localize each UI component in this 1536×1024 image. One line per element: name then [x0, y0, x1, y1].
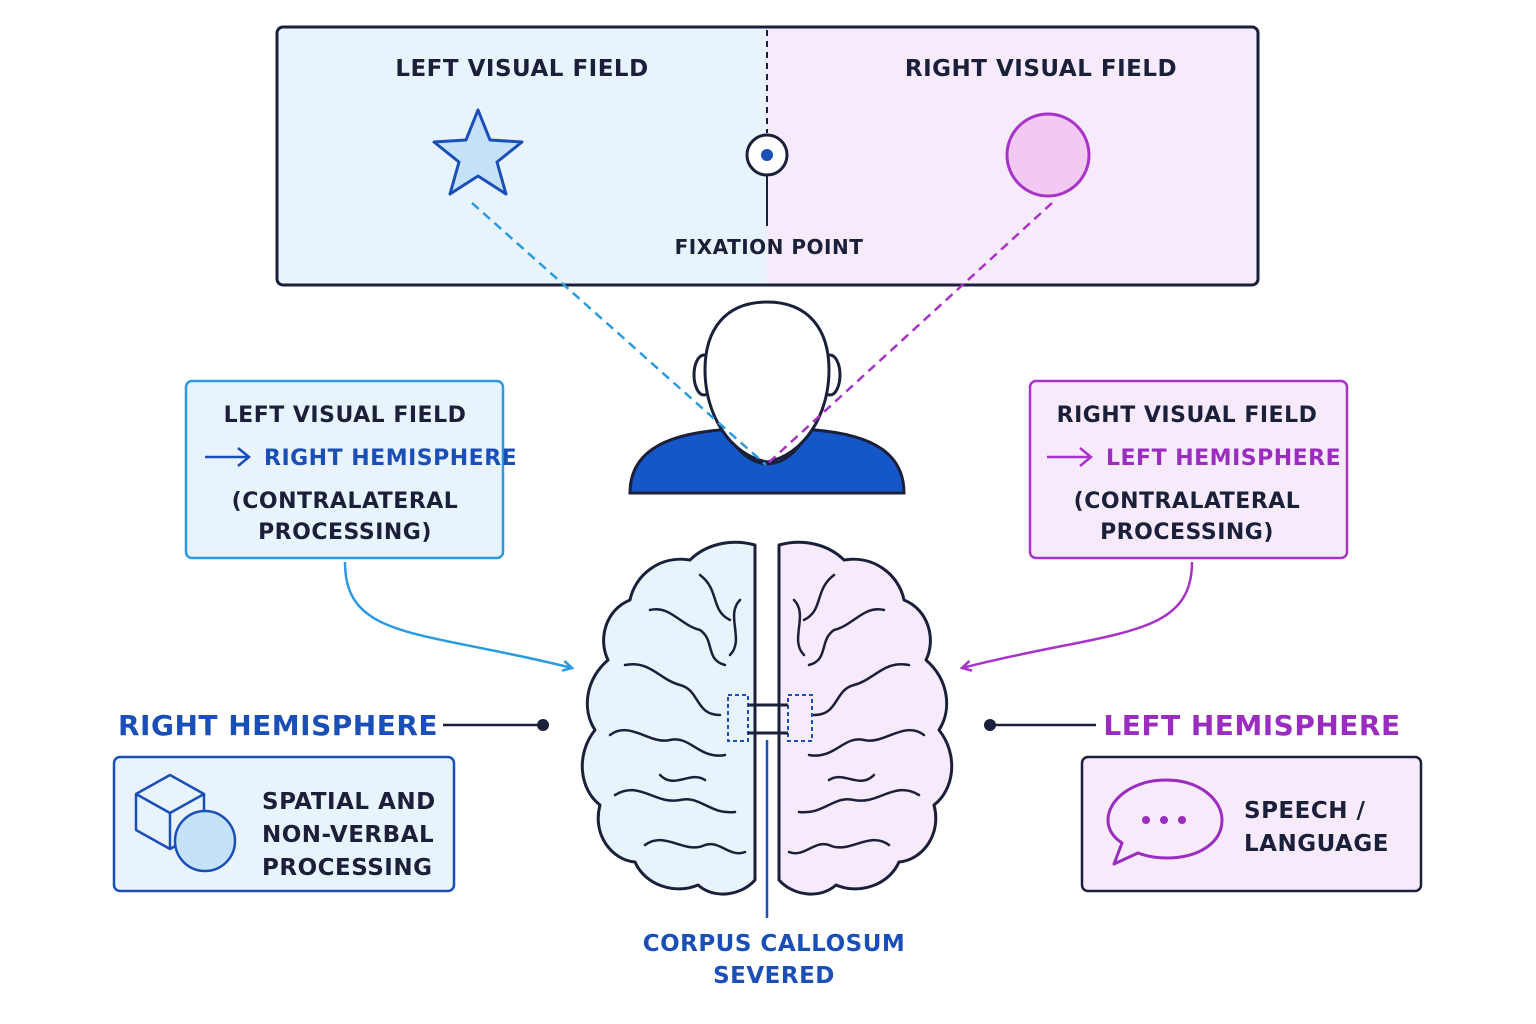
- right-visual-field-title: RIGHT VISUAL FIELD: [905, 56, 1177, 82]
- right-hemisphere-function-line1: SPATIAL AND: [262, 789, 436, 815]
- left-curved-arrow: [343, 561, 572, 668]
- right-info-line2: LEFT HEMISPHERE: [1106, 446, 1341, 471]
- right-hemisphere-label: RIGHT HEMISPHERE: [118, 709, 438, 742]
- brain-icon: [580, 540, 954, 918]
- cube-and-circle-icon: [134, 773, 237, 873]
- circle-icon: [1005, 112, 1091, 198]
- left-info-line4: PROCESSING): [258, 520, 432, 545]
- right-curved-arrow: [962, 561, 1194, 668]
- arrow-right-icon: [205, 447, 251, 467]
- corpus-callosum-severed-icon: [727, 694, 813, 742]
- right-info-line1: RIGHT VISUAL FIELD: [1057, 403, 1318, 428]
- left-sight-line: [471, 202, 767, 466]
- corpus-callosum-label-line1: CORPUS CALLOSUM: [643, 931, 906, 957]
- left-info-line3: (CONTRALATERAL: [232, 489, 459, 514]
- visual-field-panel: LEFT VISUAL FIELD RIGHT VISUAL FIELD FIX…: [275, 25, 1260, 287]
- left-hemisphere-function-line1: SPEECH /: [1244, 798, 1365, 824]
- right-hemisphere-function-box: SPATIAL AND NON-VERBAL PROCESSING: [112, 755, 456, 893]
- brain-half-right: [777, 540, 954, 896]
- fixation-point-icon: [745, 133, 789, 177]
- right-info-box: RIGHT VISUAL FIELD LEFT HEMISPHERE (CONT…: [1028, 379, 1349, 560]
- left-hemisphere-function-box: SPEECH / LANGUAGE: [1080, 755, 1423, 893]
- fixation-point-label: FIXATION POINT: [675, 235, 864, 259]
- left-visual-field-title: LEFT VISUAL FIELD: [395, 56, 648, 82]
- left-hemisphere-function-line2: LANGUAGE: [1244, 831, 1389, 857]
- left-hemisphere-label: LEFT HEMISPHERE: [1103, 709, 1400, 742]
- left-info-box: LEFT VISUAL FIELD RIGHT HEMISPHERE (CONT…: [184, 379, 517, 560]
- head: [703, 300, 831, 464]
- observer-figure: [628, 300, 906, 495]
- star-icon: [432, 108, 524, 196]
- right-info-line3: (CONTRALATERAL: [1074, 489, 1301, 514]
- left-info-line1: LEFT VISUAL FIELD: [224, 403, 467, 428]
- right-hemisphere-function-line3: PROCESSING: [262, 855, 433, 881]
- right-info-line4: PROCESSING): [1100, 520, 1274, 545]
- brain-half-left: [580, 540, 757, 896]
- corpus-callosum-label-line2: SEVERED: [713, 963, 835, 989]
- right-hemisphere-function-line2: NON-VERBAL: [262, 822, 434, 848]
- right-sight-line: [765, 202, 1053, 466]
- arrow-right-icon: [1047, 447, 1093, 467]
- speech-bubble-icon: [1106, 778, 1224, 866]
- left-info-line2: RIGHT HEMISPHERE: [264, 446, 517, 471]
